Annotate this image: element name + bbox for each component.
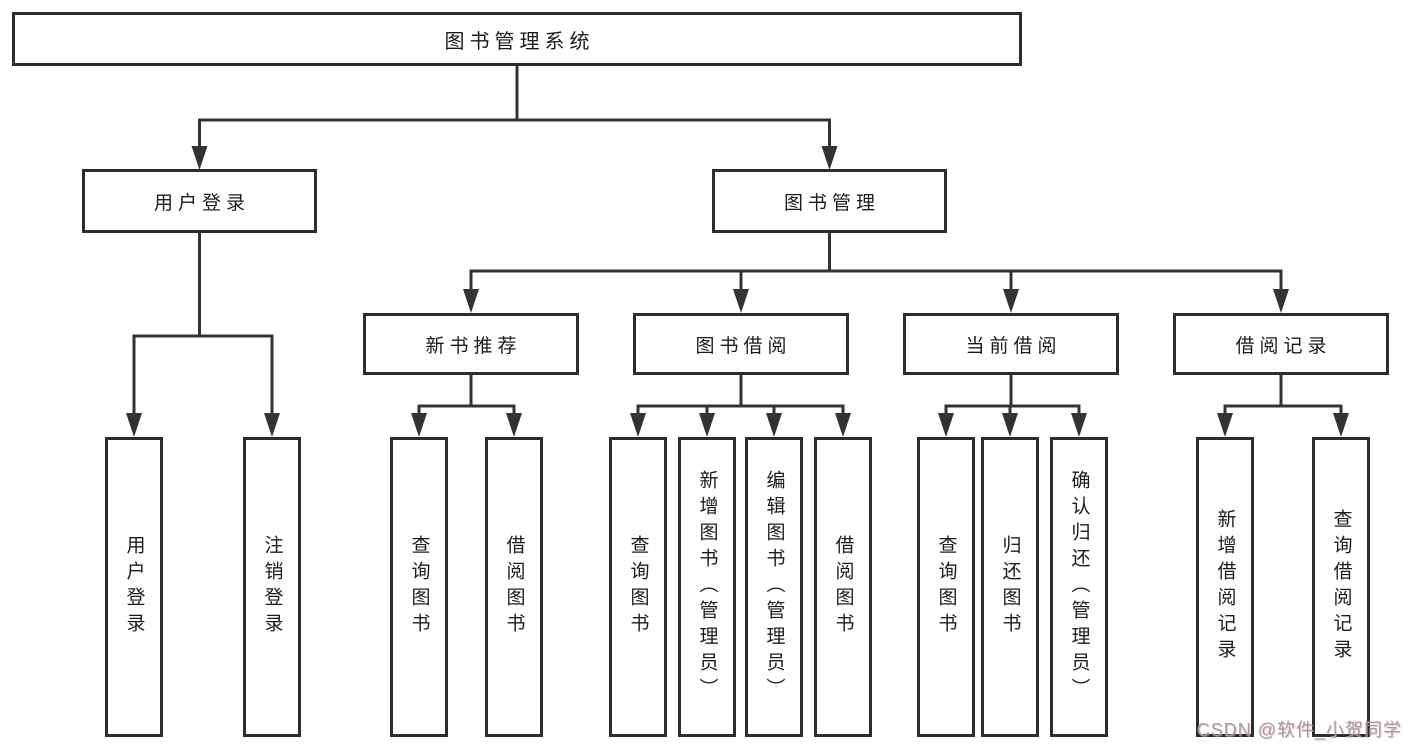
leaf-login: 用户登录	[105, 437, 163, 737]
leaf-bb-add-book-label: 新增图书（管理员）	[696, 470, 718, 704]
leaf-nb-query-book-label: 查询图书	[408, 535, 430, 639]
leaf-bb-borrow-book-label: 借阅图书	[832, 535, 854, 639]
node-new-book-recommend-label: 新书推荐	[425, 335, 522, 357]
leaf-logout: 注销登录	[243, 437, 301, 737]
leaf-cb-query-book-label: 查询图书	[935, 535, 957, 639]
leaf-bb-borrow-book: 借阅图书	[814, 437, 872, 737]
node-current-borrow-label: 当前借阅	[965, 335, 1062, 357]
node-current-borrow: 当前借阅	[903, 313, 1119, 375]
leaf-cb-confirm-return-label: 确认归还（管理员）	[1068, 470, 1090, 704]
leaf-br-add-record-label: 新增借阅记录	[1214, 509, 1236, 665]
leaf-cb-query-book: 查询图书	[917, 437, 975, 737]
leaf-bb-add-book: 新增图书（管理员）	[678, 437, 736, 737]
arrowheads	[126, 146, 1349, 437]
leaf-login-label: 用户登录	[123, 535, 145, 639]
node-new-book-recommend: 新书推荐	[363, 313, 579, 375]
node-user-login: 用户登录	[82, 169, 317, 233]
leaf-bb-edit-book-label: 编辑图书（管理员）	[763, 470, 785, 704]
leaf-cb-return-book: 归还图书	[981, 437, 1039, 737]
leaf-br-query-record-label: 查询借阅记录	[1330, 509, 1352, 665]
leaf-nb-borrow-book: 借阅图书	[485, 437, 543, 737]
leaf-nb-query-book: 查询图书	[390, 437, 448, 737]
node-borrow-records-label: 借阅记录	[1235, 335, 1332, 357]
node-borrow-records: 借阅记录	[1173, 313, 1389, 375]
node-book-management: 图书管理	[712, 169, 947, 233]
leaf-br-add-record: 新增借阅记录	[1196, 437, 1254, 737]
node-user-login-label: 用户登录	[153, 192, 250, 214]
leaf-bb-edit-book: 编辑图书（管理员）	[745, 437, 803, 737]
leaf-logout-label: 注销登录	[261, 535, 283, 639]
leaf-nb-borrow-book-label: 借阅图书	[503, 535, 525, 639]
node-book-management-label: 图书管理	[783, 192, 880, 214]
leaf-cb-confirm-return: 确认归还（管理员）	[1050, 437, 1108, 737]
leaf-br-query-record: 查询借阅记录	[1312, 437, 1370, 737]
node-root: 图书管理系统	[12, 12, 1022, 66]
node-root-label: 图书管理系统	[444, 30, 595, 53]
watermark: CSDN @软件_小贺同学	[1196, 720, 1402, 740]
leaf-cb-return-book-label: 归还图书	[999, 535, 1021, 639]
leaf-bb-query-book-label: 查询图书	[627, 535, 649, 639]
node-book-borrow: 图书借阅	[633, 313, 849, 375]
leaf-bb-query-book: 查询图书	[609, 437, 667, 737]
node-book-borrow-label: 图书借阅	[695, 335, 792, 357]
